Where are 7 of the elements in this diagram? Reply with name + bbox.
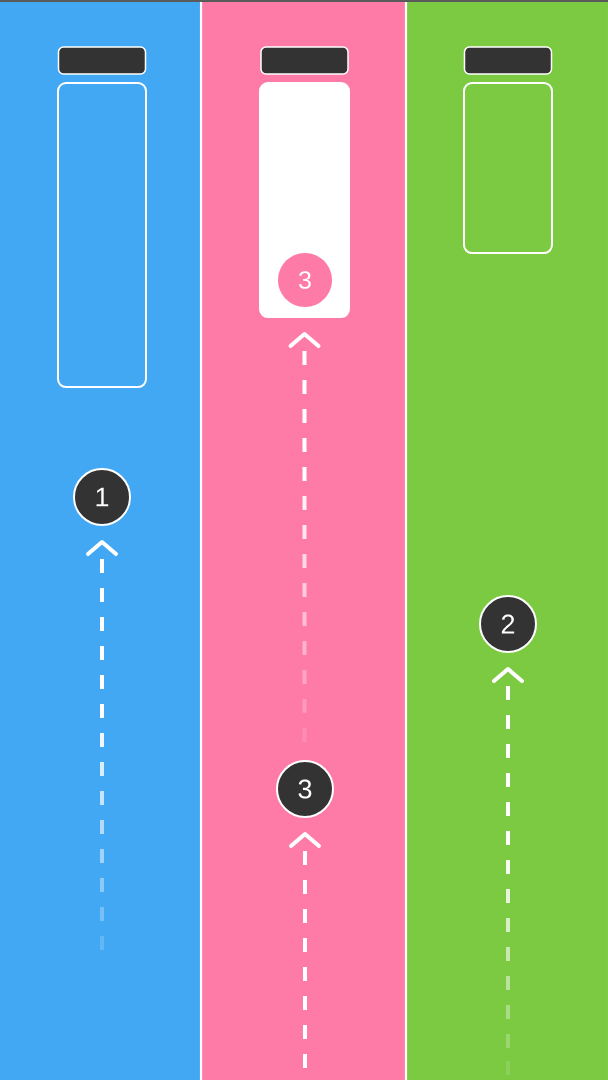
bottle <box>259 46 350 318</box>
arrow <box>86 540 118 950</box>
arrow <box>492 667 524 1075</box>
bottle <box>57 46 147 388</box>
arrow <box>288 332 321 742</box>
arrow <box>289 832 321 1068</box>
bottle <box>463 46 553 254</box>
